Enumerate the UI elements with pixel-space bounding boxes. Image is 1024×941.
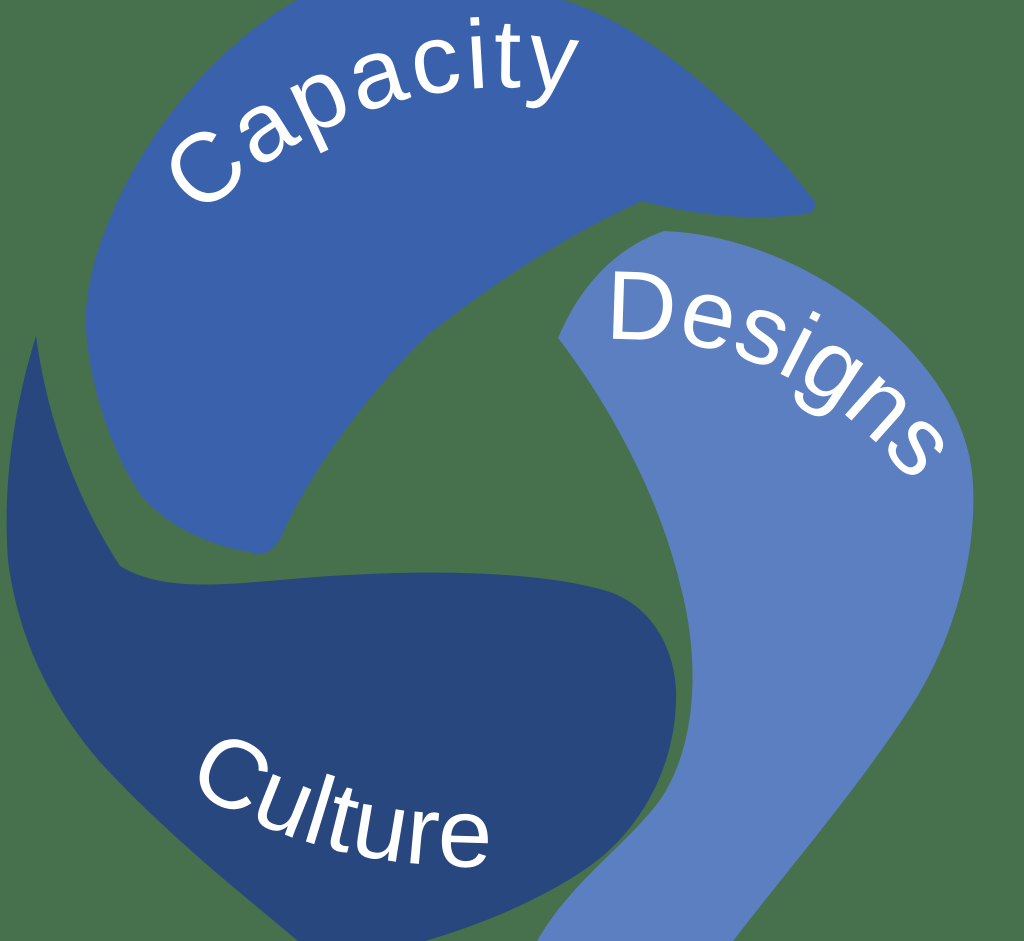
segment-capacity-shape (85, 0, 816, 555)
segment-designs-shape (537, 231, 974, 941)
segment-culture-shape (6, 336, 677, 941)
